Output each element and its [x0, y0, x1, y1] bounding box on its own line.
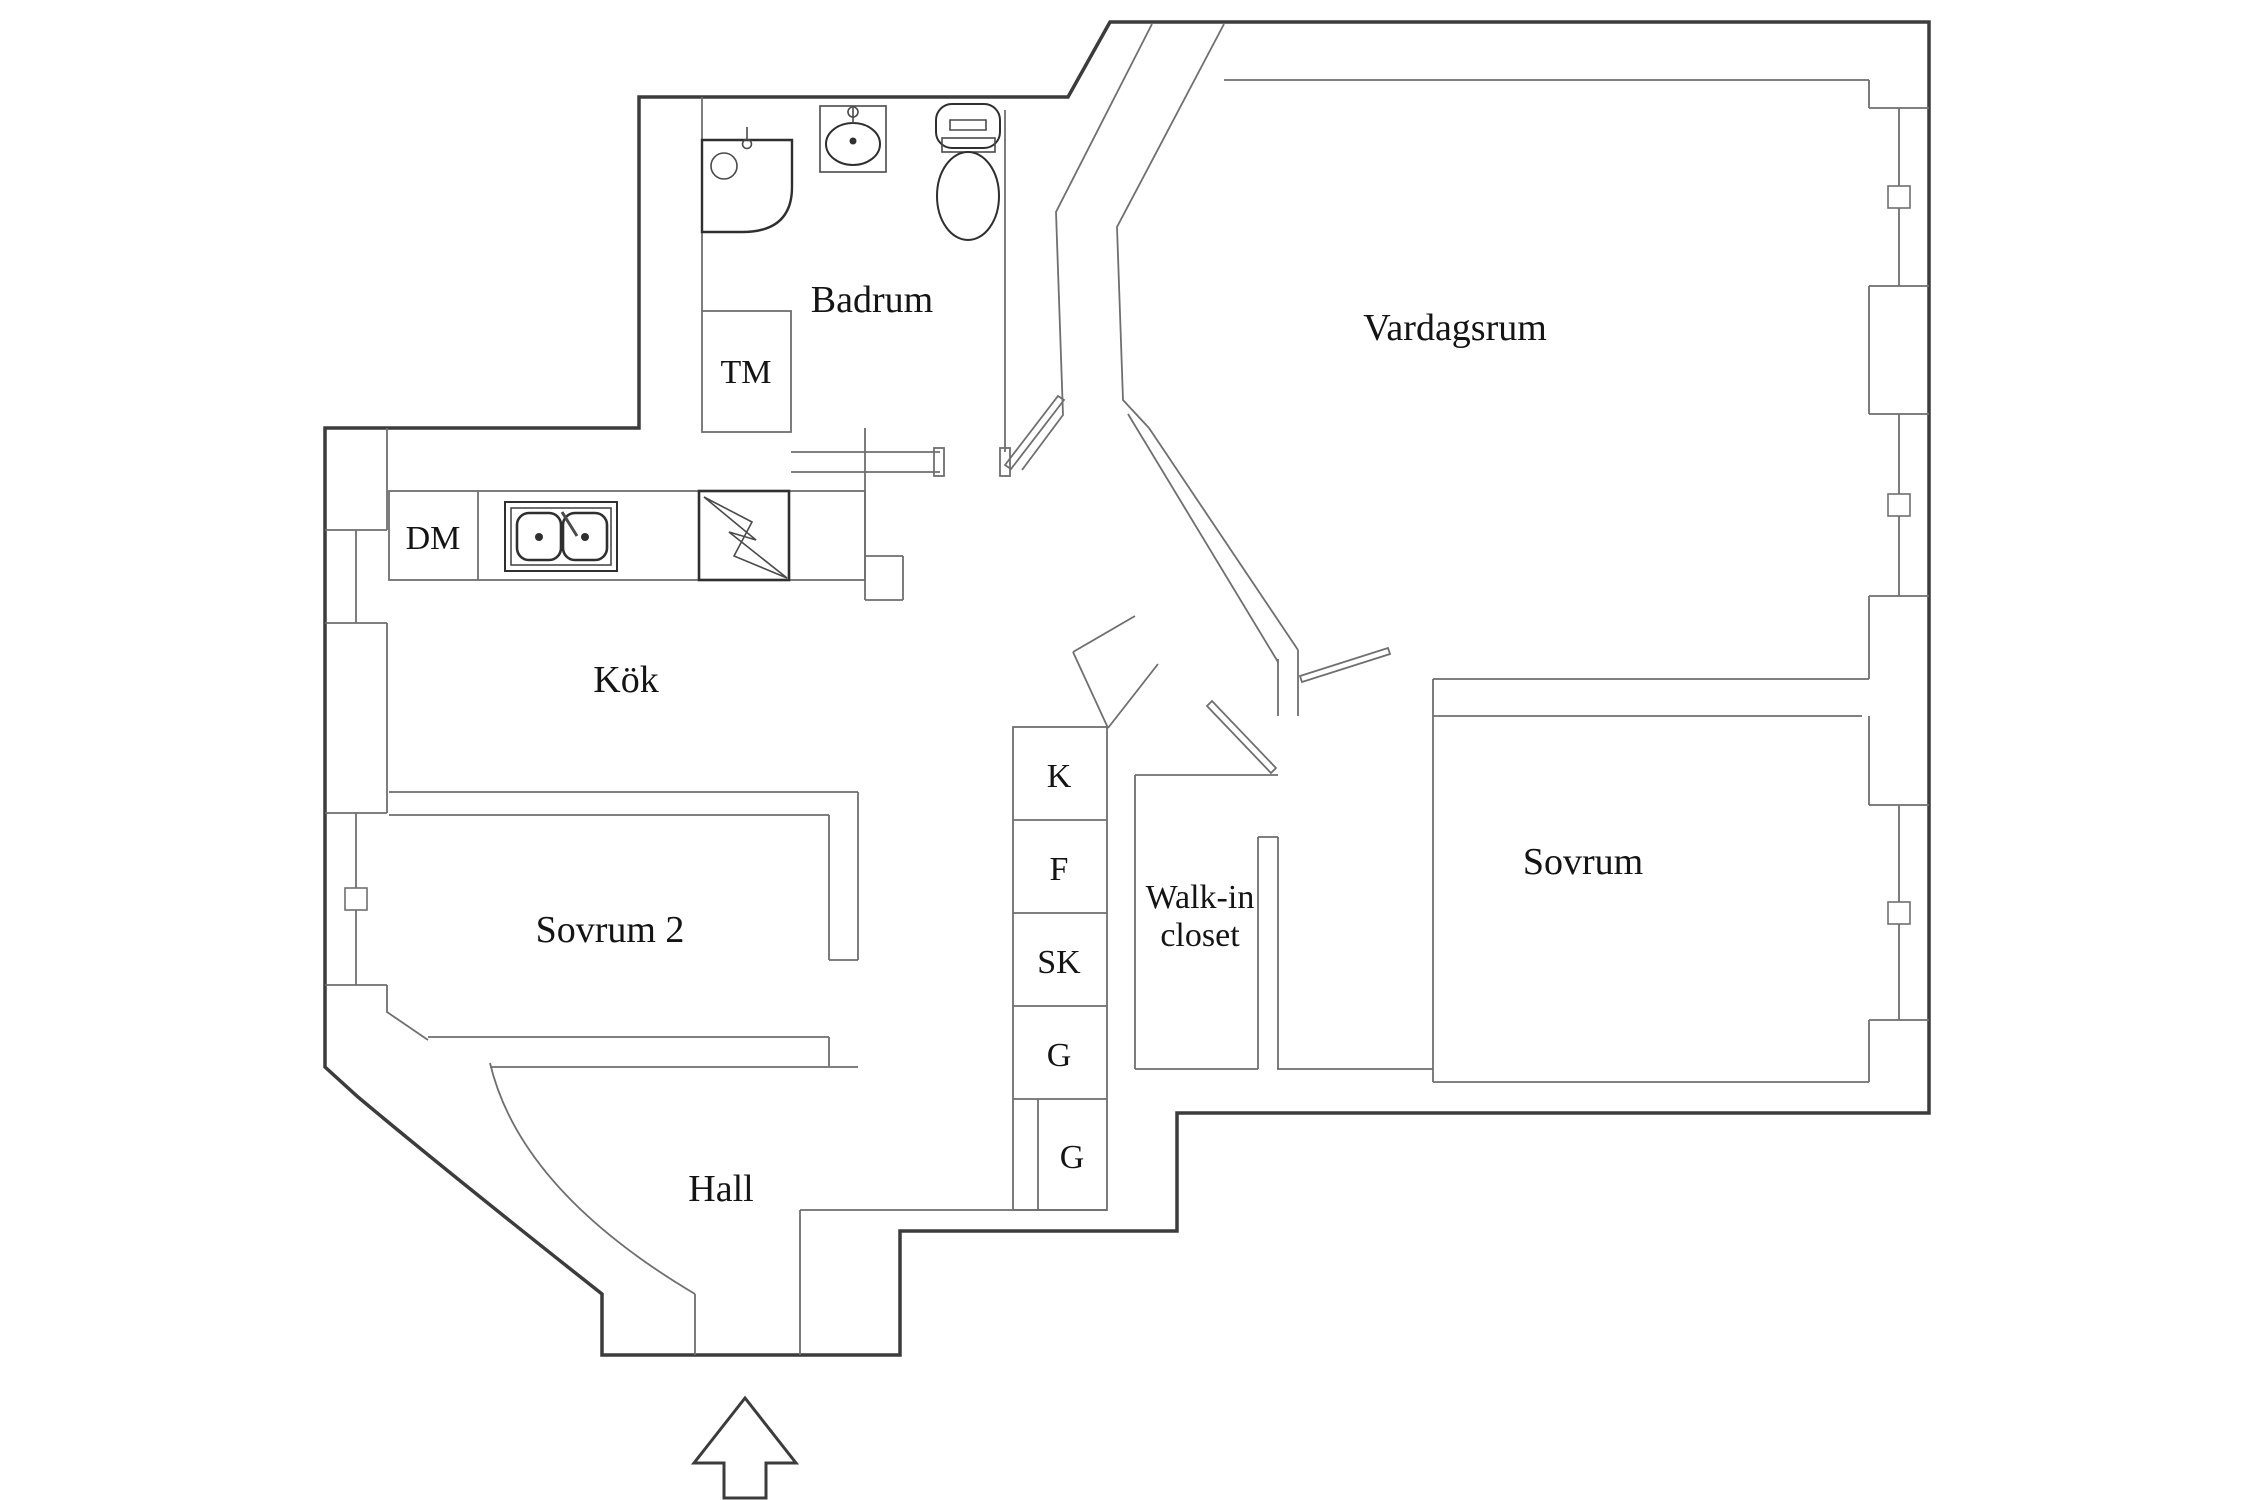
room-label-hall: Hall	[688, 1168, 753, 1210]
shower-icon	[700, 127, 794, 234]
entrance-door-jambs	[694, 1209, 1107, 1355]
outer-wall	[323, 20, 1931, 1357]
kitchen-window-icon	[325, 529, 387, 624]
shaft-wall-left	[1021, 23, 1153, 471]
vardagsrum-window-icon	[1869, 413, 1929, 597]
sovrum-window-icon	[1869, 804, 1929, 1021]
closet-label-f: F	[1050, 851, 1069, 888]
kitchen-sink-icon	[504, 501, 618, 572]
chimney-band	[1072, 615, 1159, 729]
hall-curved-wall-inner	[489, 1062, 696, 1295]
toilet-icon	[935, 103, 1001, 241]
appliance-label-tm: TM	[721, 354, 772, 391]
shaft-wall-right	[1116, 23, 1225, 429]
closet-label-g2: G	[1060, 1139, 1085, 1176]
sovrum2-north-wall	[389, 791, 858, 816]
washbasin-icon	[819, 105, 887, 173]
badrum-door-jamb	[999, 447, 1011, 477]
sovrum2-window-icon	[325, 812, 387, 986]
door-swing-icon	[1205, 699, 1278, 775]
closet-label-g1: G	[1047, 1037, 1072, 1074]
room-label-sovrum2: Sovrum 2	[536, 909, 685, 951]
door-swing-icon	[1298, 646, 1392, 684]
appliance-label-dm: DM	[406, 520, 461, 557]
room-label-badrum: Badrum	[811, 279, 933, 321]
kitchen-east-wall	[864, 428, 904, 601]
stove-icon	[697, 489, 791, 582]
left-wall-inner-line	[386, 428, 429, 1041]
sovrum2-east-wall	[828, 792, 859, 961]
badrum-door-jamb	[933, 447, 945, 477]
walkin-east-wall	[1257, 836, 1279, 1069]
closet-label-sk: SK	[1037, 944, 1081, 981]
vardagsrum-south-wall	[1277, 650, 1869, 717]
entrance-arrow-icon	[690, 1395, 800, 1500]
room-label-kok: Kök	[593, 659, 658, 701]
washing-machine-box	[701, 310, 792, 433]
room-label-walkin-line1: Walk-in	[1146, 879, 1255, 916]
closet-label-k: K	[1047, 758, 1072, 795]
room-label-walkin-line2: closet	[1160, 917, 1240, 954]
room-label-sovrum: Sovrum	[1523, 841, 1643, 883]
vardagsrum-window-icon	[1869, 107, 1929, 287]
door-swing-icon	[1003, 394, 1066, 471]
sovrum2-south-wall	[428, 1036, 858, 1068]
closet-column	[1012, 726, 1108, 1211]
vardagsrum-west-diagonal	[1127, 413, 1299, 663]
room-label-vardagsrum: Vardagsrum	[1363, 307, 1547, 349]
